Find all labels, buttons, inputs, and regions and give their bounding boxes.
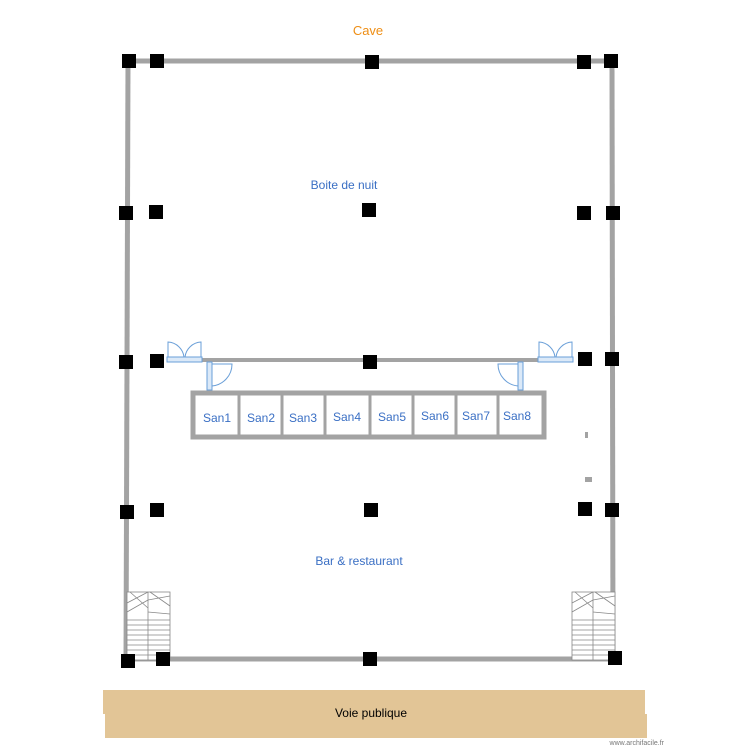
pillar bbox=[577, 55, 591, 69]
plan-title: Cave bbox=[353, 23, 383, 38]
door-san-left bbox=[206, 361, 233, 391]
fixture-small bbox=[585, 477, 592, 482]
door-left-double bbox=[166, 341, 203, 363]
pillar bbox=[363, 652, 377, 666]
street-band bbox=[103, 690, 647, 738]
room-label-nightclub: Boite de nuit bbox=[311, 178, 378, 192]
pillar bbox=[156, 652, 170, 666]
pillars bbox=[119, 54, 622, 668]
pillar bbox=[362, 203, 376, 217]
sanitary-label: San8 bbox=[503, 409, 531, 423]
pillar bbox=[122, 54, 136, 68]
fixture-small bbox=[585, 432, 588, 438]
stair-right bbox=[571, 591, 616, 661]
sanitary-label: San1 bbox=[203, 411, 231, 425]
pillar bbox=[150, 54, 164, 68]
sanitary-label: San2 bbox=[247, 411, 275, 425]
door-san-right bbox=[497, 361, 524, 391]
watermark: www.archifacile.fr bbox=[609, 740, 665, 747]
sanitary-label: San5 bbox=[378, 410, 406, 424]
pillar bbox=[608, 651, 622, 665]
pillar bbox=[605, 503, 619, 517]
pillar bbox=[121, 654, 135, 668]
pillar bbox=[578, 502, 592, 516]
pillar bbox=[605, 352, 619, 366]
pillar bbox=[149, 205, 163, 219]
sanitary-label: San4 bbox=[333, 410, 361, 424]
pillar bbox=[150, 503, 164, 517]
pillar bbox=[577, 206, 591, 220]
room-label-bar: Bar & restaurant bbox=[315, 554, 403, 568]
pillar bbox=[119, 206, 133, 220]
pillar bbox=[120, 505, 134, 519]
pillar bbox=[363, 355, 377, 369]
pillar bbox=[365, 55, 379, 69]
pillar bbox=[606, 206, 620, 220]
sanitary-block bbox=[190, 390, 547, 440]
pillar bbox=[119, 355, 133, 369]
door-right-double bbox=[537, 341, 574, 363]
pillar bbox=[604, 54, 618, 68]
sanitary-label: San3 bbox=[289, 411, 317, 425]
sanitary-label: San6 bbox=[421, 409, 449, 423]
pillar bbox=[578, 352, 592, 366]
sanitary-label: San7 bbox=[462, 409, 490, 423]
pillar bbox=[364, 503, 378, 517]
stair-left bbox=[126, 591, 171, 661]
street-label: Voie publique bbox=[335, 706, 407, 720]
pillar bbox=[150, 354, 164, 368]
